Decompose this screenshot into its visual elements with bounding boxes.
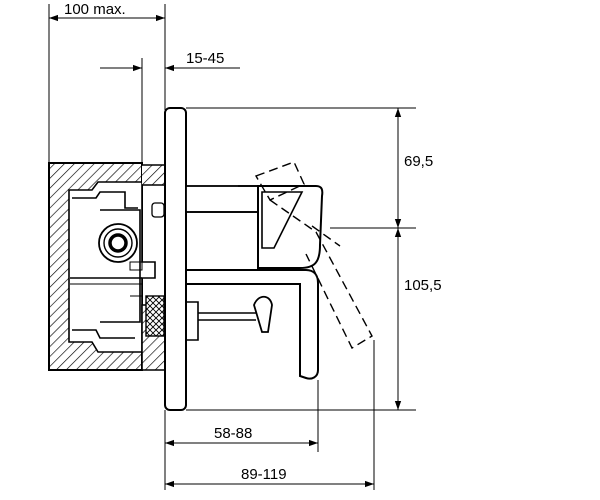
dimension-label-total-projection: 89-119 — [241, 466, 287, 483]
dimension-wall-depth: 100 max. — [48, 1, 166, 170]
dimension-label-wall-depth: 100 max. — [64, 1, 126, 18]
dimension-label-lower-height: 105,5 — [404, 277, 442, 294]
dimension-plaster-range: 15-45 — [100, 50, 240, 165]
concealed-box — [48, 162, 166, 371]
diverter-seal — [145, 295, 165, 337]
dimension-label-spout-projection: 58-88 — [214, 425, 252, 442]
diverter-knob — [198, 295, 273, 333]
dimension-vertical: 69,5 105,5 — [186, 107, 442, 411]
lever-handle — [257, 185, 324, 269]
dimension-label-plaster-range: 15-45 — [186, 50, 224, 67]
dimension-label-upper-height: 69,5 — [404, 153, 433, 170]
lever-raised-position — [254, 161, 373, 349]
dimension-horizontal: 58-88 89-119 — [164, 340, 375, 490]
cover-plate — [164, 107, 199, 411]
mixer-body — [185, 185, 259, 271]
spout — [185, 269, 319, 380]
